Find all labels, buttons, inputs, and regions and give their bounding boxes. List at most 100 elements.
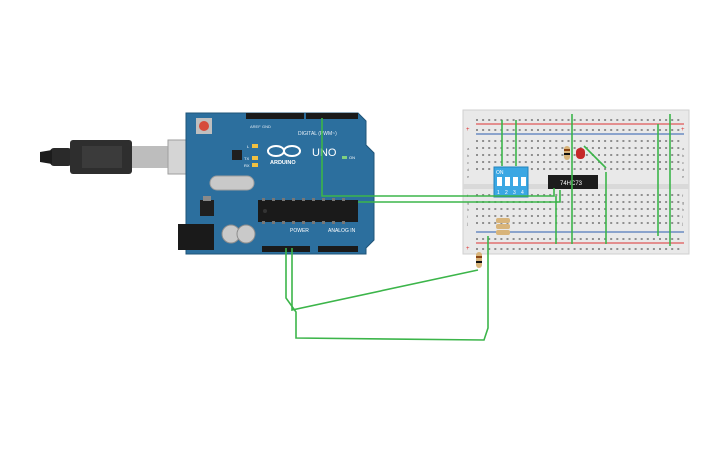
breadboard-hole[interactable]: [604, 238, 607, 240]
breadboard-hole[interactable]: [494, 208, 497, 210]
breadboard-hole[interactable]: [476, 154, 478, 156]
breadboard-hole[interactable]: [634, 222, 637, 224]
breadboard-hole[interactable]: [543, 222, 546, 224]
dip-toggle-2[interactable]: [505, 177, 510, 186]
breadboard-hole[interactable]: [665, 119, 668, 121]
breadboard-hole[interactable]: [543, 129, 546, 131]
breadboard-hole[interactable]: [549, 248, 552, 250]
breadboard-hole[interactable]: [640, 201, 643, 203]
breadboard-hole[interactable]: [622, 168, 625, 170]
breadboard-hole[interactable]: [659, 161, 661, 163]
breadboard-hole[interactable]: [665, 238, 668, 240]
breadboard-hole[interactable]: [488, 129, 491, 131]
breadboard-hole[interactable]: [634, 154, 637, 156]
breadboard-hole[interactable]: [524, 215, 527, 217]
breadboard-hole[interactable]: [628, 119, 631, 121]
breadboard-hole[interactable]: [573, 161, 576, 163]
breadboard-hole[interactable]: [494, 119, 497, 121]
breadboard-hole[interactable]: [555, 140, 558, 142]
breadboard-hole[interactable]: [518, 161, 521, 163]
breadboard-hole[interactable]: [579, 161, 582, 163]
breadboard-hole[interactable]: [561, 194, 564, 196]
resistor-bank[interactable]: [496, 218, 510, 235]
breadboard-hole[interactable]: [579, 168, 582, 170]
breadboard-hole[interactable]: [659, 215, 661, 217]
breadboard-hole[interactable]: [640, 238, 643, 240]
breadboard-hole[interactable]: [616, 154, 619, 156]
breadboard-hole[interactable]: [549, 168, 552, 170]
breadboard-hole[interactable]: [677, 194, 680, 196]
breadboard-hole[interactable]: [488, 222, 491, 224]
breadboard-hole[interactable]: [622, 119, 625, 121]
breadboard-hole[interactable]: [640, 194, 643, 196]
breadboard-hole[interactable]: [573, 194, 576, 196]
breadboard-hole[interactable]: [537, 161, 539, 163]
breadboard-hole[interactable]: [476, 215, 478, 217]
breadboard-hole[interactable]: [482, 140, 485, 142]
breadboard-hole[interactable]: [652, 194, 655, 196]
breadboard-hole[interactable]: [482, 168, 485, 170]
breadboard-hole[interactable]: [567, 194, 570, 196]
breadboard-hole[interactable]: [476, 194, 478, 196]
breadboard-hole[interactable]: [512, 161, 515, 163]
breadboard-hole[interactable]: [518, 238, 521, 240]
breadboard-hole[interactable]: [616, 208, 619, 210]
breadboard-hole[interactable]: [573, 248, 576, 250]
breadboard-hole[interactable]: [530, 161, 533, 163]
breadboard-hole[interactable]: [482, 129, 485, 131]
breadboard-hole[interactable]: [598, 147, 600, 149]
breadboard-hole[interactable]: [598, 208, 600, 210]
breadboard-hole[interactable]: [543, 248, 546, 250]
breadboard-hole[interactable]: [476, 168, 478, 170]
breadboard-hole[interactable]: [604, 119, 607, 121]
breadboard-hole[interactable]: [512, 140, 515, 142]
breadboard-hole[interactable]: [665, 140, 668, 142]
breadboard-hole[interactable]: [591, 201, 594, 203]
breadboard-hole[interactable]: [518, 147, 521, 149]
breadboard-hole[interactable]: [677, 140, 680, 142]
breadboard-hole[interactable]: [598, 215, 600, 217]
breadboard-hole[interactable]: [579, 140, 582, 142]
breadboard-hole[interactable]: [622, 129, 625, 131]
breadboard-hole[interactable]: [628, 201, 631, 203]
breadboard-hole[interactable]: [591, 129, 594, 131]
breadboard-hole[interactable]: [537, 222, 539, 224]
breadboard-hole[interactable]: [585, 201, 588, 203]
breadboard-hole[interactable]: [561, 147, 564, 149]
breadboard-hole[interactable]: [530, 194, 533, 196]
breadboard-hole[interactable]: [561, 222, 564, 224]
breadboard-hole[interactable]: [555, 119, 558, 121]
breadboard-hole[interactable]: [610, 238, 613, 240]
breadboard-hole[interactable]: [512, 129, 515, 131]
breadboard-hole[interactable]: [671, 119, 674, 121]
breadboard-hole[interactable]: [585, 208, 588, 210]
breadboard-hole[interactable]: [543, 140, 546, 142]
breadboard-hole[interactable]: [488, 168, 491, 170]
breadboard-hole[interactable]: [677, 248, 680, 250]
breadboard-hole[interactable]: [506, 238, 509, 240]
breadboard-hole[interactable]: [598, 129, 600, 131]
breadboard-hole[interactable]: [579, 129, 582, 131]
breadboard-hole[interactable]: [585, 129, 588, 131]
breadboard-hole[interactable]: [646, 129, 649, 131]
breadboard-hole[interactable]: [561, 168, 564, 170]
breadboard-hole[interactable]: [628, 215, 631, 217]
breadboard-hole[interactable]: [671, 201, 674, 203]
breadboard-hole[interactable]: [604, 208, 607, 210]
breadboard-hole[interactable]: [677, 201, 680, 203]
breadboard-hole[interactable]: [512, 222, 515, 224]
breadboard-hole[interactable]: [530, 248, 533, 250]
breadboard-hole[interactable]: [579, 238, 582, 240]
breadboard-hole[interactable]: [524, 222, 527, 224]
breadboard-hole[interactable]: [518, 248, 521, 250]
breadboard-hole[interactable]: [610, 201, 613, 203]
breadboard-hole[interactable]: [506, 119, 509, 121]
breadboard-hole[interactable]: [646, 147, 649, 149]
breadboard-hole[interactable]: [652, 129, 655, 131]
breadboard-hole[interactable]: [494, 161, 497, 163]
breadboard-hole[interactable]: [646, 201, 649, 203]
breadboard-hole[interactable]: [506, 248, 509, 250]
breadboard-hole[interactable]: [652, 119, 655, 121]
breadboard-hole[interactable]: [561, 119, 564, 121]
breadboard-hole[interactable]: [506, 161, 509, 163]
